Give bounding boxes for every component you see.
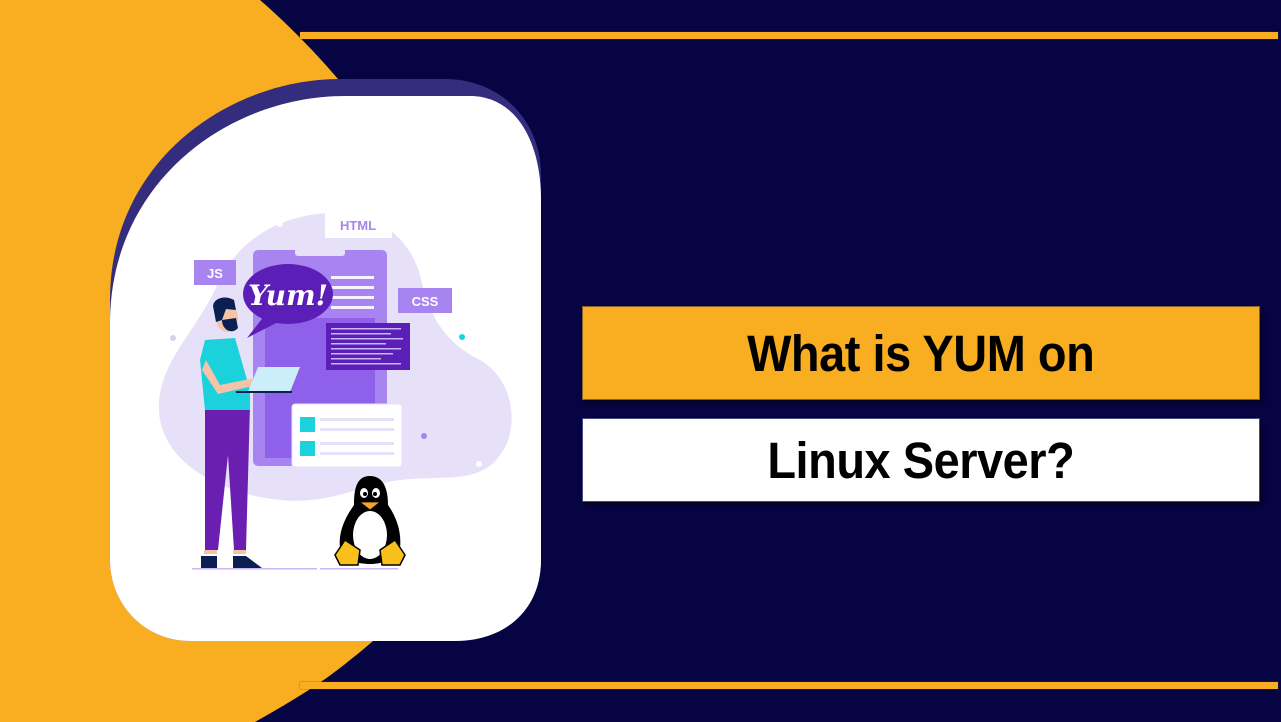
bottom-accent-line <box>300 682 1278 689</box>
js-tag <box>194 260 236 285</box>
illustration: HTML JS CSS Yum! <box>158 211 512 570</box>
html-tag-label: HTML <box>340 218 376 233</box>
linux-penguin-icon <box>334 476 406 566</box>
title-line1: What is YUM on <box>747 324 1095 382</box>
code-card <box>326 323 410 370</box>
dot <box>476 461 482 467</box>
speech-bubble-text: Yum! <box>248 279 328 312</box>
js-tag-label: JS <box>207 266 223 281</box>
developer-figure <box>200 297 300 568</box>
dot <box>459 334 465 340</box>
css-tag <box>398 288 452 313</box>
top-accent-line <box>300 32 1278 39</box>
title-box-line2: Linux Server? <box>582 418 1260 502</box>
title-line2: Linux Server? <box>767 431 1075 489</box>
dot <box>421 433 427 439</box>
dot <box>277 221 283 227</box>
html-tag <box>325 211 392 238</box>
dot <box>170 335 176 341</box>
css-tag-label: CSS <box>412 294 439 309</box>
speech-bubble <box>243 264 333 324</box>
title-box-line1: What is YUM on <box>582 306 1260 400</box>
list-card <box>291 403 403 468</box>
